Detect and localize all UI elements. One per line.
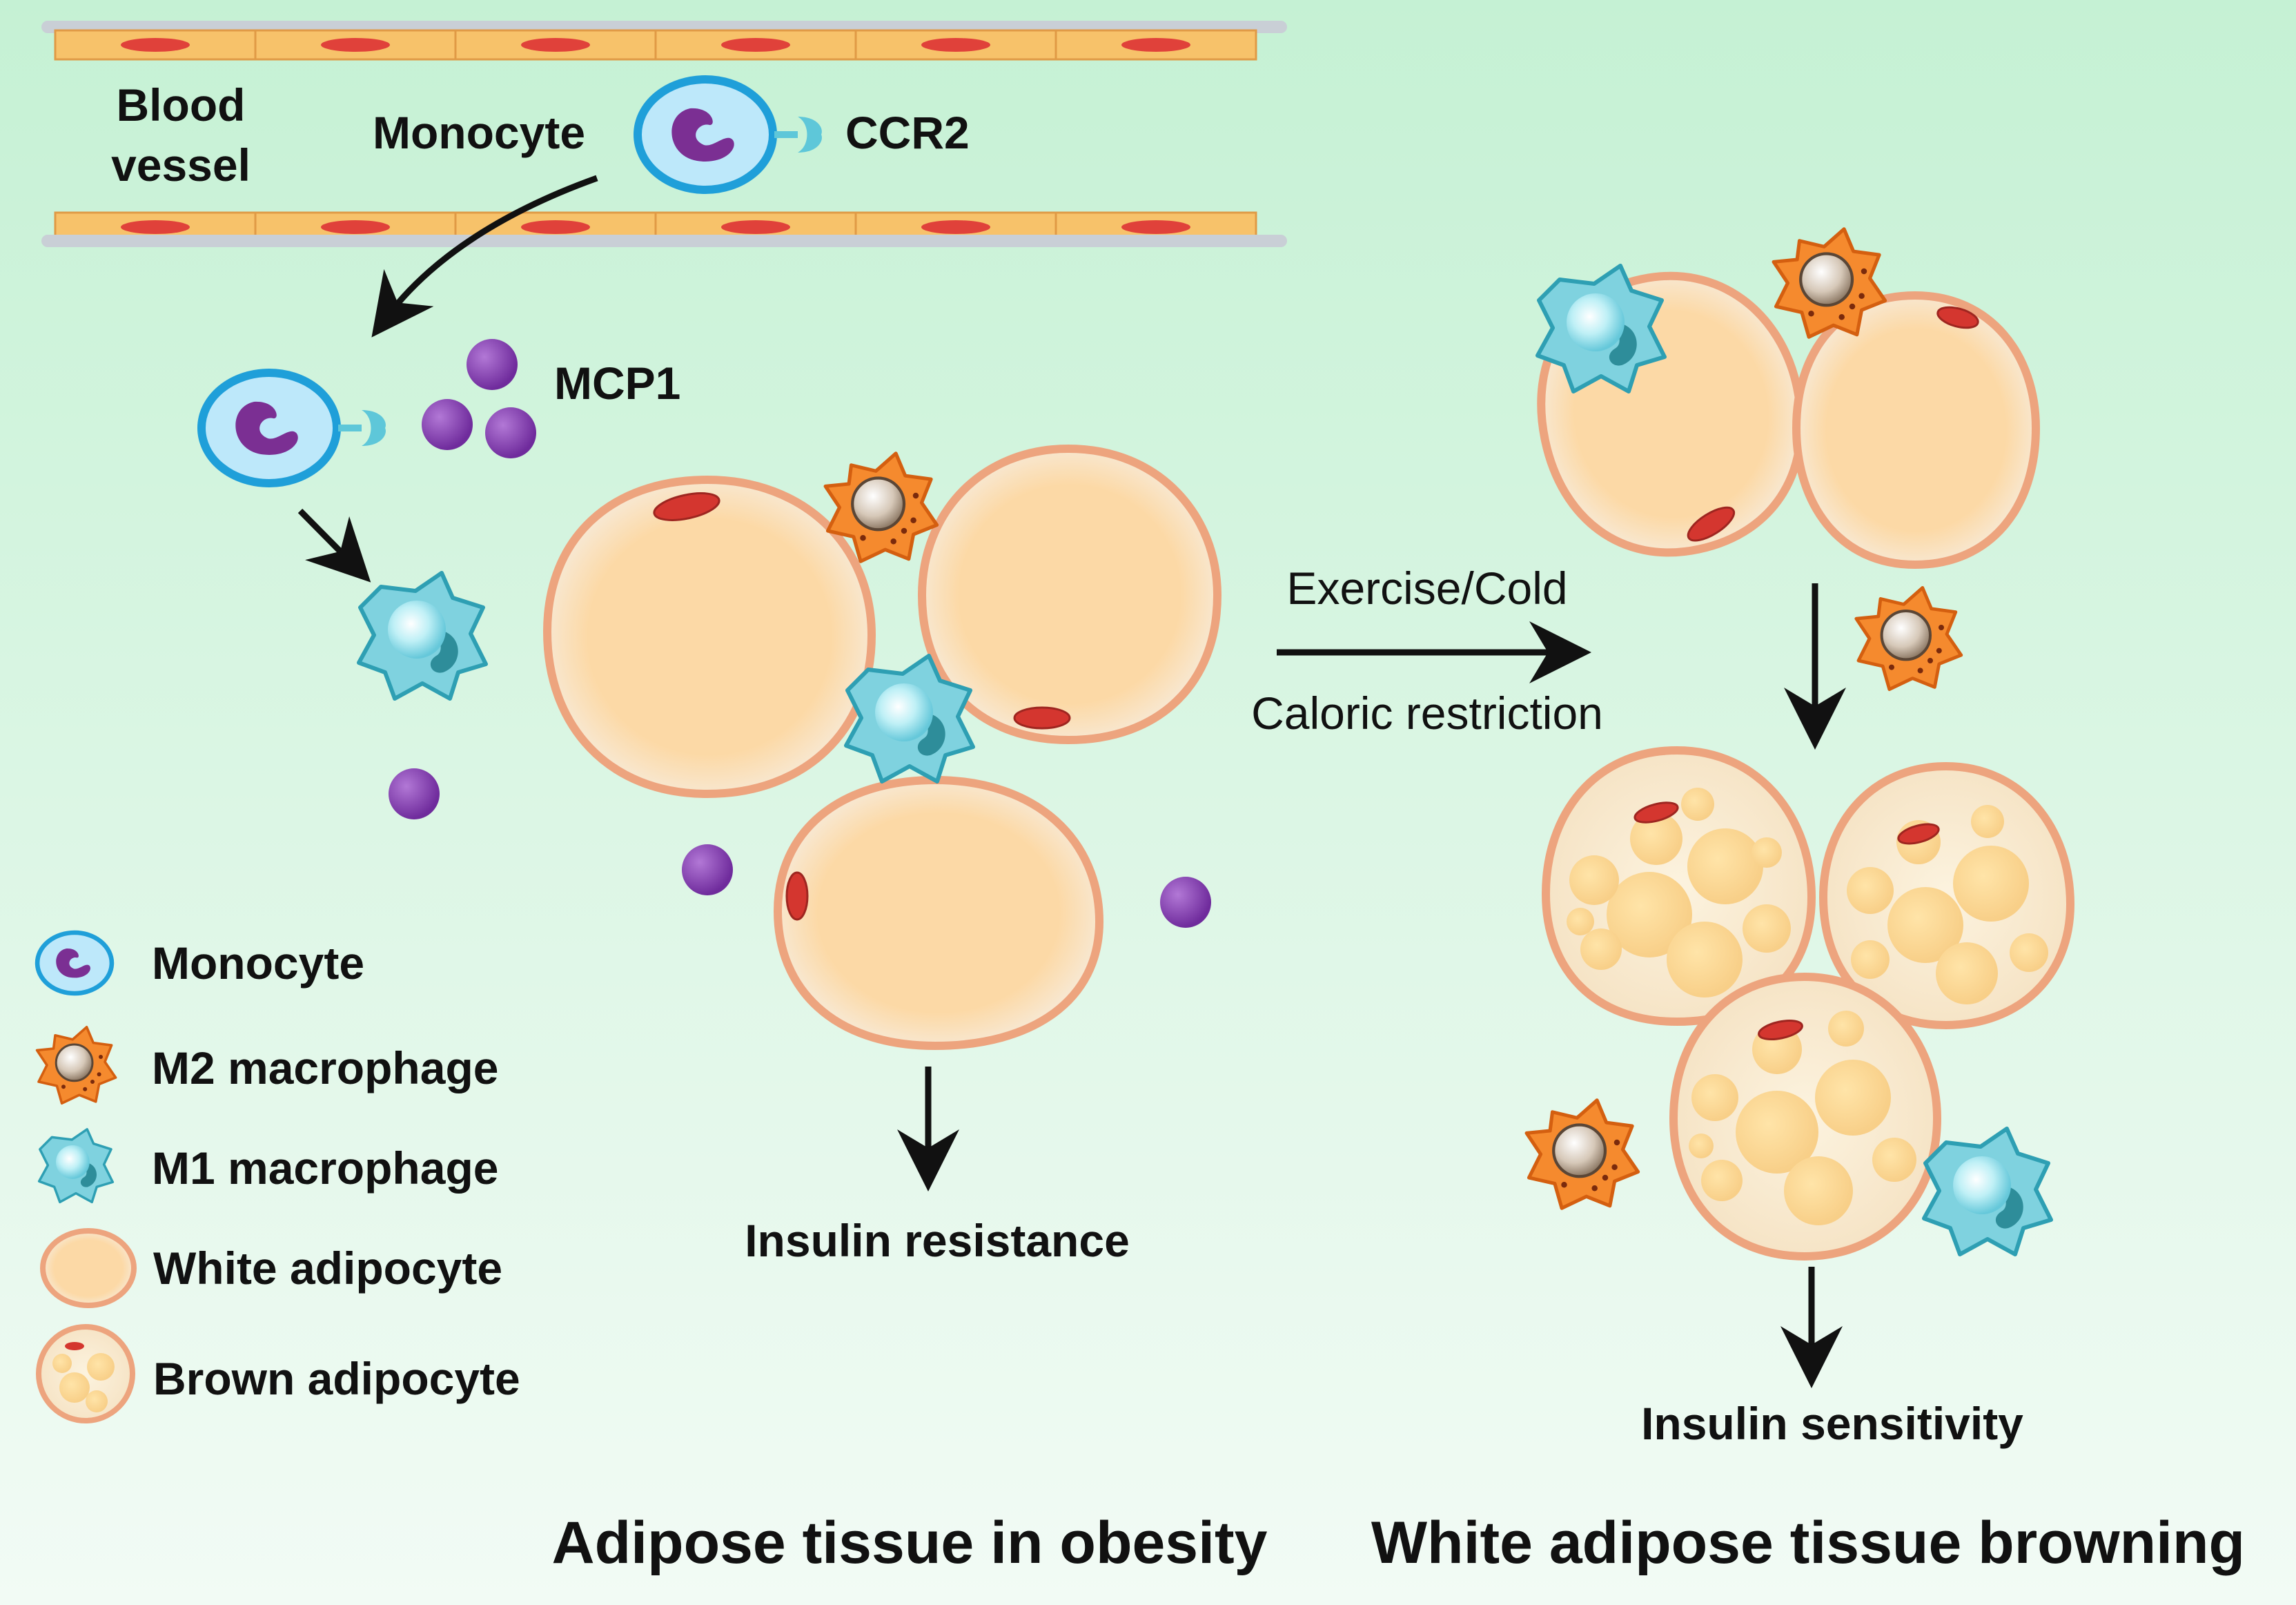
legend: Monocyte M2 macrophage M1 macrophage Whi… (36, 933, 520, 1423)
mcp1-dot (1160, 877, 1211, 928)
monocyte-label: Monocyte (373, 107, 585, 158)
extravasation-arrow (371, 175, 598, 338)
white-adipocyte (542, 475, 876, 799)
mcp1-dot (682, 844, 733, 895)
title-obesity: Adipose tissue in obesity (552, 1510, 1268, 1576)
blood-vessel-label-1: Blood (117, 79, 246, 130)
white-adipocyte (773, 775, 1104, 1051)
legend-monocyte-icon (37, 933, 112, 993)
title-browning: White adipose tissue browning (1371, 1510, 2245, 1576)
legend-label: Brown adipocyte (153, 1353, 520, 1404)
browning-white-cluster (1516, 229, 2041, 570)
ccr2-label: CCR2 (845, 107, 970, 158)
insulin-resistance-label: Insulin resistance (745, 1215, 1130, 1266)
mcp1-dot (389, 768, 440, 819)
legend-label: M1 macrophage (152, 1142, 498, 1194)
legend-label: Monocyte (152, 937, 364, 989)
legend-brown-adipocyte-icon (36, 1324, 135, 1423)
obese-adipocyte-cluster (542, 444, 1222, 1051)
white-adipocyte (917, 444, 1222, 745)
brown-adipocyte-cluster (1527, 746, 2075, 1261)
legend-white-adipocyte-icon (40, 1228, 137, 1308)
mcp1-label: MCP1 (554, 358, 680, 409)
exercise-cold-label: Exercise/Cold (1286, 563, 1567, 614)
brown-adipocyte (1669, 972, 1942, 1261)
white-adipocyte (1792, 291, 2041, 570)
caloric-restriction-label: Caloric restriction (1251, 688, 1603, 739)
legend-label: M2 macrophage (152, 1042, 498, 1093)
blood-vessel (41, 21, 1287, 247)
blood-vessel-label-2: vessel (111, 139, 251, 191)
mcp1-cluster (422, 339, 536, 458)
differentiation-arrow (297, 508, 371, 583)
insulin-sensitivity-label: Insulin sensitivity (1641, 1398, 2023, 1449)
brown-adipocyte (1541, 746, 1816, 1027)
brown-adipocyte (1818, 761, 2075, 1030)
legend-label: White adipocyte (153, 1243, 502, 1294)
